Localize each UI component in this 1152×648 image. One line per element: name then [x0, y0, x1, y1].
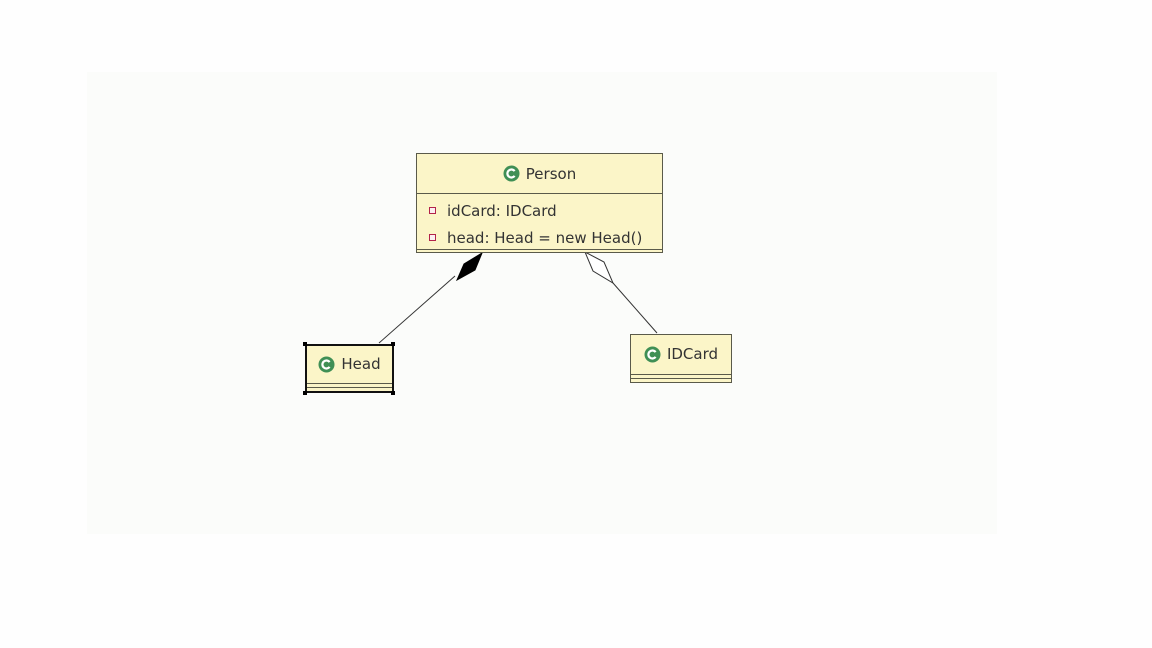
- class-c-icon: [644, 346, 661, 363]
- class-person-name: Person: [525, 164, 577, 183]
- class-person[interactable]: Person idCard: IDCard head: Head = new H…: [416, 153, 663, 253]
- attribute-text: head: Head = new Head(): [447, 228, 643, 247]
- operations-compartment-divider: [417, 249, 662, 250]
- composition-diamond: [455, 251, 484, 282]
- aggregation-relation[interactable]: [583, 250, 658, 334]
- attributes-compartment-divider: [307, 383, 392, 384]
- attribute-row[interactable]: idCard: IDCard: [429, 197, 662, 224]
- composition-relation[interactable]: [378, 251, 484, 344]
- operations-compartment-divider: [631, 378, 731, 379]
- selection-handle[interactable]: [303, 342, 307, 346]
- diagram-canvas[interactable]: [87, 72, 997, 534]
- attribute-row[interactable]: head: Head = new Head(): [429, 224, 662, 251]
- class-head[interactable]: Head: [305, 344, 394, 393]
- operations-compartment-divider: [307, 387, 392, 388]
- class-idcard[interactable]: IDCard: [630, 334, 732, 383]
- selection-handle[interactable]: [391, 391, 395, 395]
- class-head-name: Head: [341, 355, 381, 373]
- composition-line: [378, 275, 456, 344]
- class-idcard-name: IDCard: [666, 345, 719, 363]
- class-c-icon: [503, 165, 520, 182]
- selection-handle[interactable]: [391, 342, 395, 346]
- class-idcard-header: IDCard: [631, 335, 731, 373]
- selection-handle[interactable]: [303, 391, 307, 395]
- class-c-icon: [318, 356, 335, 373]
- attributes-compartment-divider: [631, 374, 731, 375]
- class-head-header: Head: [307, 346, 392, 382]
- attribute-text: idCard: IDCard: [447, 201, 557, 220]
- private-field-icon: [429, 207, 436, 214]
- class-person-header: Person: [417, 154, 662, 193]
- aggregation-line: [612, 282, 658, 334]
- class-person-attributes: idCard: IDCard head: Head = new Head(): [417, 193, 662, 249]
- private-field-icon: [429, 234, 436, 241]
- aggregation-diamond: [583, 250, 615, 285]
